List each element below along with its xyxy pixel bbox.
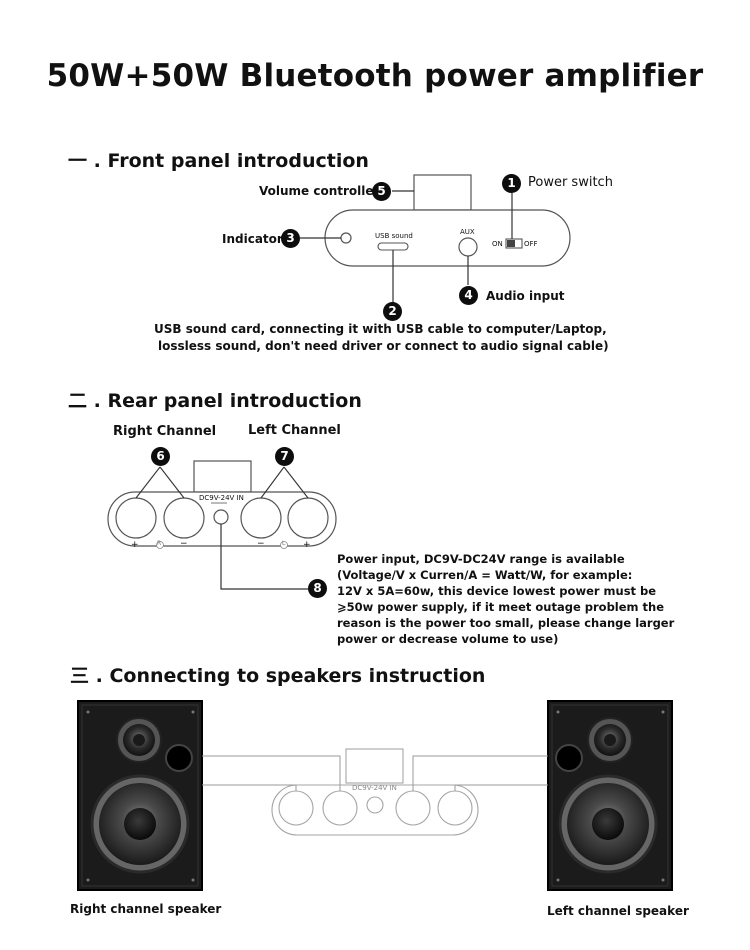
left-plus-mark: + — [303, 540, 311, 550]
badge-6: 6 — [151, 447, 170, 466]
left-l-mark: L — [282, 540, 286, 547]
volume-knob — [413, 174, 472, 211]
right-channel-label: Right Channel — [113, 424, 217, 439]
power-note-line-2: (Voltage/V x Curren/A = Watt/W, for exam… — [337, 568, 633, 582]
usb-sound-label: USB sound — [375, 232, 413, 240]
off-label: OFF — [524, 240, 538, 248]
right-plus-mark: + — [131, 540, 139, 550]
usb-note-line-1: USB sound card, connecting it with USB c… — [154, 322, 607, 336]
badge-8: 8 — [308, 579, 327, 598]
on-label: ON — [492, 240, 503, 248]
rear-dc-in-label: DC9V-24V IN — [199, 494, 244, 502]
indicator-label: Indicator — [222, 232, 283, 246]
badge-3: 3 — [281, 229, 300, 248]
left-channel-speaker — [547, 700, 673, 891]
left-minus-mark: − — [257, 539, 265, 549]
power-switch-label: Power switch — [528, 175, 613, 190]
power-note-line-4: ⩾50w power supply, if it meet outage pro… — [337, 600, 665, 614]
right-channel-speaker — [77, 700, 203, 891]
left-speaker-label: Left channel speaker — [547, 904, 689, 918]
badge-2: 2 — [383, 302, 402, 321]
aux-label: AUX — [460, 228, 475, 236]
power-note-line-5: reason is the power too small, please ch… — [337, 616, 675, 630]
left-channel-label: Left Channel — [248, 423, 341, 438]
badge-4: 4 — [459, 286, 478, 305]
badge-7: 7 — [275, 447, 294, 466]
front-panel-heading: 一 . Front panel introduction — [68, 150, 369, 172]
connect-heading: 三 . Connecting to speakers instruction — [70, 665, 486, 687]
right-minus-mark: − — [180, 539, 188, 549]
connect-dc-in-label: DC9V-24V IN — [352, 784, 397, 792]
usb-note-line-2: lossless sound, don't need driver or con… — [158, 339, 609, 353]
page-title: 50W+50W Bluetooth power amplifier — [46, 58, 704, 94]
right-speaker-label: Right channel speaker — [70, 902, 222, 916]
audio-input-label: Audio input — [486, 289, 565, 303]
badge-1: 1 — [502, 174, 521, 193]
volume-controller-label: Volume controller — [259, 184, 380, 198]
amplifier-rear-faint — [271, 748, 479, 836]
power-note-line-3: 12V x 5A=60w, this device lowest power m… — [337, 584, 657, 598]
rear-panel-heading: 二 . Rear panel introduction — [68, 390, 362, 412]
badge-5: 5 — [372, 182, 391, 201]
power-note-line-1: Power input, DC9V-DC24V range is availab… — [337, 552, 625, 566]
power-note-line-6: power or decrease volume to use) — [337, 632, 559, 646]
right-r-mark: R — [157, 540, 162, 547]
